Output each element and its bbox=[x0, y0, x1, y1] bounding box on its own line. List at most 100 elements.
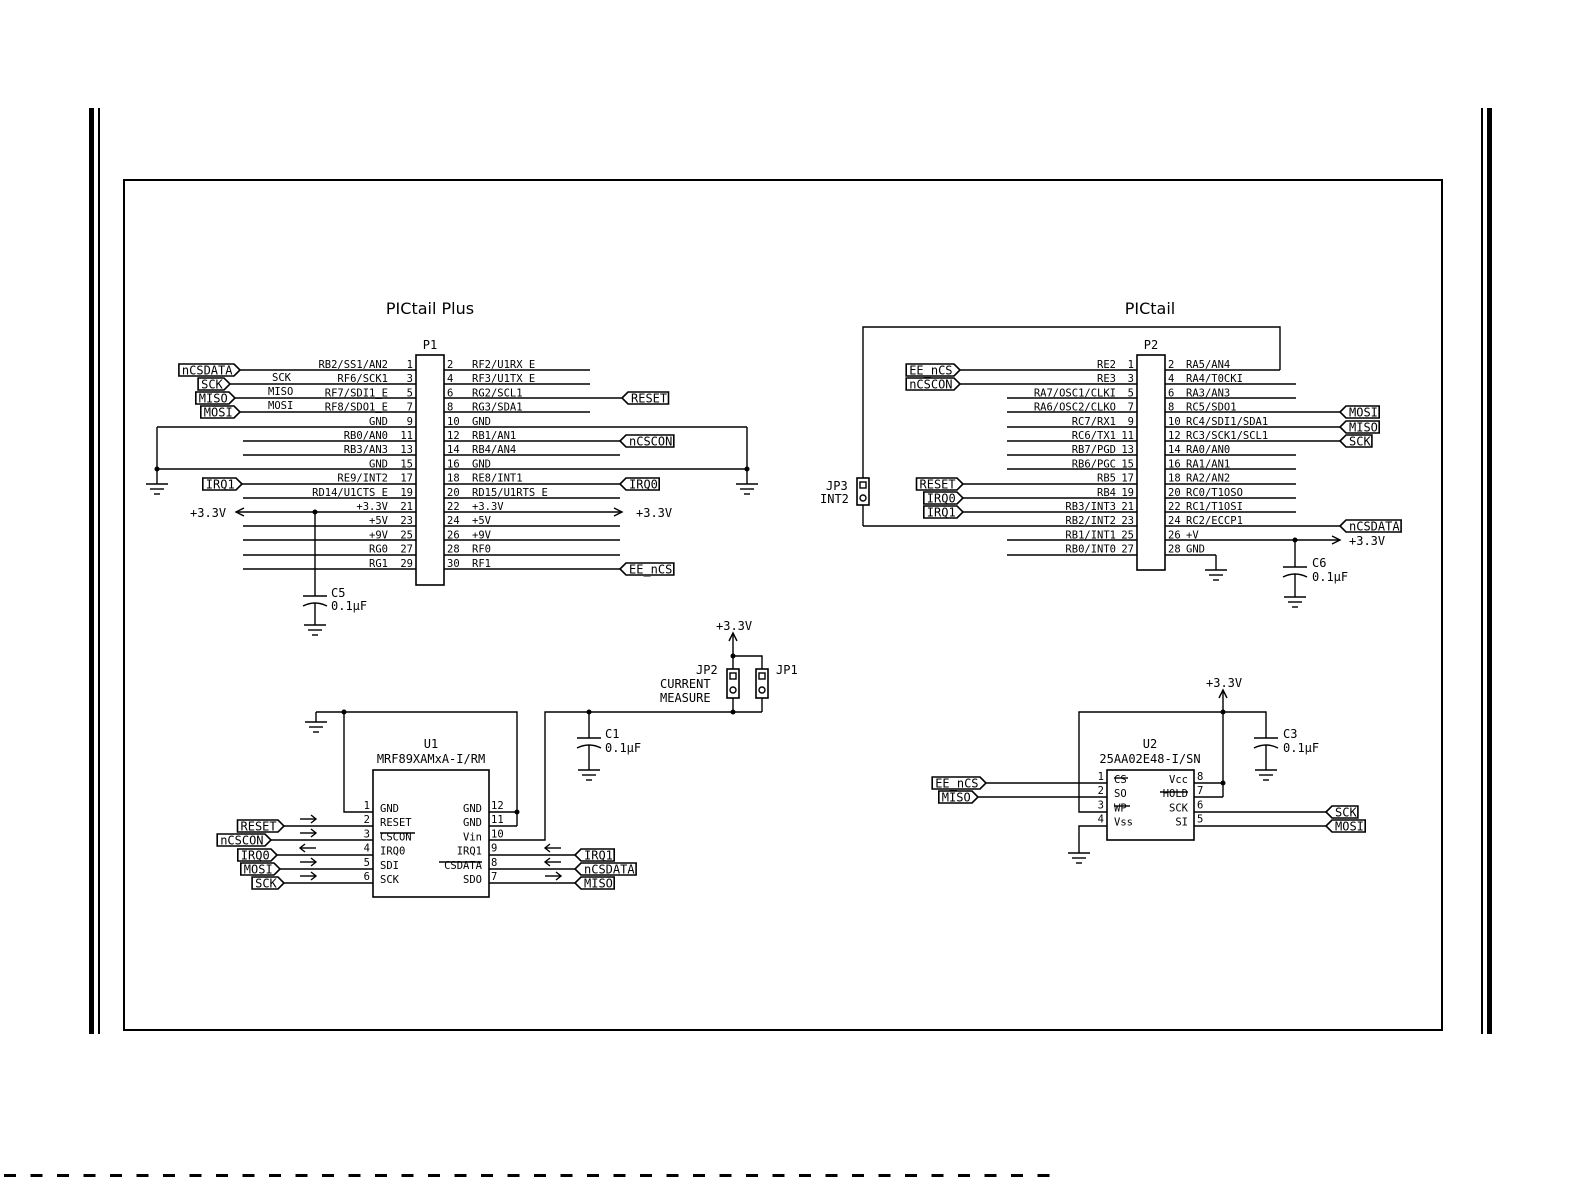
pin-number: 8 bbox=[447, 402, 453, 414]
pin-name: RC1/T1OSI bbox=[1186, 501, 1243, 513]
pin-number: 7 bbox=[1128, 402, 1134, 414]
pin-name: WP bbox=[1114, 802, 1127, 814]
pin-name: RE9/INT2 bbox=[337, 473, 388, 485]
jp2-line2: MEASURE bbox=[660, 691, 711, 705]
net-port-flag bbox=[1338, 434, 1373, 448]
pin-number: 25 bbox=[400, 529, 413, 541]
pin-number: 25 bbox=[1121, 529, 1134, 541]
pin-number: 20 bbox=[1168, 487, 1181, 499]
net-port-label: nCSDATA bbox=[584, 863, 635, 877]
pin-number: 12 bbox=[1168, 430, 1181, 442]
pin-number: 1 bbox=[407, 359, 413, 371]
pin-name: SI bbox=[1175, 817, 1188, 829]
net-port-flag bbox=[202, 477, 244, 491]
net-port-flag bbox=[931, 776, 988, 790]
pictail-title: PICtail bbox=[1125, 299, 1176, 318]
pin-name: RE3 bbox=[1097, 373, 1116, 385]
c5-ref: C5 bbox=[331, 586, 345, 600]
arrow-up-icon bbox=[1218, 688, 1228, 699]
pin-number: 15 bbox=[1121, 458, 1134, 470]
pin-number: 21 bbox=[400, 501, 413, 513]
p1-supply-right: +3.3V bbox=[636, 506, 672, 520]
net-port-flag bbox=[240, 862, 282, 876]
pin-number: 8 bbox=[1197, 771, 1203, 783]
pin-name: Vcc bbox=[1169, 774, 1188, 786]
pin-name: RE8/INT1 bbox=[472, 473, 523, 485]
pin-number: 1 bbox=[1098, 771, 1104, 783]
net-port-label: EE_nCS bbox=[909, 364, 952, 378]
pin-name: RF8/SDO1_E bbox=[325, 402, 388, 414]
pin-name: GND bbox=[463, 803, 482, 815]
c1-value: 0.1µF bbox=[605, 741, 641, 755]
net-sck-label: SCK bbox=[272, 372, 292, 384]
pin-name: RC4/SDI1/SDA1 bbox=[1186, 416, 1268, 428]
pin-number: 23 bbox=[400, 515, 413, 527]
pin-name: +9V bbox=[472, 529, 492, 541]
pictail-plus-title: PICtail Plus bbox=[386, 299, 474, 318]
net-port-label: MOSI bbox=[1349, 406, 1378, 420]
pin-number: 7 bbox=[1197, 785, 1203, 797]
pin-name: CSDATA bbox=[444, 860, 483, 872]
pin-number: 16 bbox=[1168, 458, 1181, 470]
pin-number: 2 bbox=[447, 359, 453, 371]
c6-value: 0.1µF bbox=[1312, 570, 1348, 584]
net-port-label: MISO bbox=[942, 791, 971, 805]
net-port-flag bbox=[915, 477, 965, 491]
pin-number: 3 bbox=[407, 373, 413, 385]
pin-name: RB0/AN0 bbox=[344, 430, 388, 442]
p1-supply-left: +3.3V bbox=[190, 506, 226, 520]
pin-name: RA1/AN1 bbox=[1186, 458, 1230, 470]
pin-number: 28 bbox=[1168, 544, 1181, 556]
c6-ref: C6 bbox=[1312, 556, 1326, 570]
net-port-label: SCK bbox=[1349, 435, 1371, 449]
pin-name: RF2/U1RX_E bbox=[472, 359, 535, 371]
net-port-label: nCSCON bbox=[220, 834, 263, 848]
u2-supply: +3.3V bbox=[1206, 676, 1242, 690]
pin-name: RG0 bbox=[369, 544, 388, 556]
pin-number: 6 bbox=[1197, 799, 1203, 811]
pin-name: RA0/AN0 bbox=[1186, 444, 1230, 456]
pin-number: 23 bbox=[1121, 515, 1134, 527]
net-port-label: MISO bbox=[1349, 421, 1378, 435]
pin-number: 26 bbox=[447, 529, 460, 541]
c3-ref: C3 bbox=[1283, 727, 1297, 741]
pin-number: 19 bbox=[1121, 487, 1134, 499]
pin-name: GND bbox=[380, 803, 399, 815]
arrow-right-icon bbox=[1331, 535, 1342, 545]
pin-name: RF7/SDI1_E bbox=[325, 387, 388, 399]
pin-name: Vin bbox=[463, 831, 482, 843]
pin-number: 2 bbox=[1168, 359, 1174, 371]
pin-number: 10 bbox=[447, 416, 460, 428]
net-port-flag bbox=[1338, 519, 1402, 533]
pin-name: CS bbox=[1114, 774, 1127, 786]
pin-number: 14 bbox=[447, 444, 460, 456]
schematic-frame bbox=[123, 179, 1443, 1031]
pin-name: RG3/SDA1 bbox=[472, 402, 523, 414]
net-port-label: IRQ0 bbox=[241, 849, 270, 863]
left-margin-bar-thick bbox=[89, 108, 94, 1034]
pin-number: 7 bbox=[407, 402, 413, 414]
net-port-label: MISO bbox=[199, 392, 228, 406]
net-port-flag bbox=[922, 491, 965, 505]
pin-number: 21 bbox=[1121, 501, 1134, 513]
connector-p2: P2 1RE23RE35RA7/OSC1/CLKI7RA6/OSC2/CLKO9… bbox=[820, 326, 1385, 608]
pin-name: Vss bbox=[1114, 817, 1133, 829]
net-port-flag bbox=[922, 505, 965, 519]
net-port-label: EE_nCS bbox=[629, 563, 672, 577]
net-port-label: IRQ0 bbox=[927, 492, 956, 506]
pin-number: 6 bbox=[1168, 387, 1174, 399]
pin-name: IRQ1 bbox=[457, 846, 482, 858]
pin-number: 24 bbox=[447, 515, 460, 527]
pin-name: RC0/T1OSO bbox=[1186, 487, 1243, 499]
net-port-label: SCK bbox=[201, 378, 223, 392]
net-port-flag bbox=[618, 477, 661, 491]
pin-name: IRQ0 bbox=[380, 846, 405, 858]
pin-number: 9 bbox=[407, 416, 413, 428]
pin-number: 18 bbox=[1168, 473, 1181, 485]
pin-name: RE2 bbox=[1097, 359, 1116, 371]
pin-name: RA3/AN3 bbox=[1186, 387, 1230, 399]
net-port-label: MOSI bbox=[204, 406, 233, 420]
